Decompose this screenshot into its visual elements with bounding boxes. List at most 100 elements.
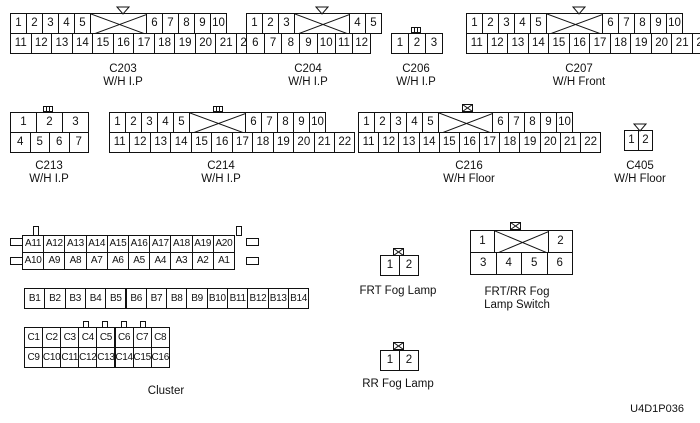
pin-17: 17 bbox=[589, 33, 611, 54]
pin-a9: A9 bbox=[43, 252, 66, 270]
connector-label: Cluster bbox=[106, 385, 226, 398]
pin-14: 14 bbox=[418, 132, 440, 153]
pin-4: 4 bbox=[58, 13, 75, 34]
pin-8: 8 bbox=[524, 112, 541, 133]
pin-c12: C12 bbox=[78, 347, 98, 368]
pin-b9: B9 bbox=[186, 288, 208, 309]
pin-20: 20 bbox=[293, 132, 315, 153]
pin-11: 11 bbox=[358, 132, 380, 153]
pin-19: 19 bbox=[174, 33, 196, 54]
key-peg-icon bbox=[102, 321, 108, 327]
pin-6: 6 bbox=[492, 112, 509, 133]
pin-12: 12 bbox=[378, 132, 400, 153]
mounting-tab bbox=[246, 238, 259, 246]
pin-1: 1 bbox=[246, 13, 263, 34]
pin-15: 15 bbox=[92, 33, 114, 54]
mounting-tab bbox=[33, 226, 39, 236]
pin-a2: A2 bbox=[191, 252, 214, 270]
pin-11: 11 bbox=[334, 33, 354, 54]
key-latch-icon bbox=[411, 27, 421, 33]
pin-b5: B5 bbox=[105, 288, 127, 309]
pin-9: 9 bbox=[650, 13, 667, 34]
pin-b10: B10 bbox=[206, 288, 228, 309]
pin-7: 7 bbox=[68, 132, 89, 153]
pin-a4: A4 bbox=[149, 252, 172, 270]
pin-8: 8 bbox=[281, 33, 301, 54]
key-peg-icon bbox=[140, 321, 146, 327]
key-triangle-icon bbox=[315, 6, 329, 15]
pin-5: 5 bbox=[365, 13, 382, 34]
pin-11: 11 bbox=[10, 33, 32, 54]
pin-c1: C1 bbox=[24, 327, 44, 348]
pin-c3: C3 bbox=[60, 327, 80, 348]
pin-c5: C5 bbox=[96, 327, 116, 348]
connector-id: FRT/RR Fog bbox=[484, 286, 550, 298]
pin-a14: A14 bbox=[85, 235, 108, 253]
pin-6: 6 bbox=[546, 252, 573, 275]
pin-18: 18 bbox=[609, 33, 632, 54]
pin-b6: B6 bbox=[125, 288, 147, 309]
pin-1: 1 bbox=[391, 33, 409, 54]
pin-a3: A3 bbox=[170, 252, 193, 270]
key-cavity bbox=[90, 13, 148, 35]
pin-5: 5 bbox=[173, 112, 190, 133]
pin-9: 9 bbox=[194, 13, 211, 34]
pin-b4: B4 bbox=[84, 288, 107, 309]
pin-a11: A11 bbox=[22, 235, 45, 253]
pin-16: 16 bbox=[211, 132, 233, 153]
pin-10: 10 bbox=[556, 112, 573, 133]
connector-harness: W/H I.P bbox=[103, 76, 143, 88]
connector-id: FRT Fog Lamp bbox=[359, 285, 437, 297]
connector-harness: W/H I.P bbox=[396, 76, 436, 88]
connector-harness: W/H Floor bbox=[614, 173, 666, 185]
pin-11: 11 bbox=[466, 33, 488, 54]
pin-c11: C11 bbox=[60, 347, 80, 368]
pin-21: 21 bbox=[215, 33, 237, 54]
key-latch-icon bbox=[213, 106, 223, 112]
connector-harness: W/H Floor bbox=[443, 173, 495, 185]
connector-id: C214 bbox=[207, 160, 235, 172]
key-peg-icon bbox=[121, 321, 127, 327]
pin-4: 4 bbox=[514, 13, 531, 34]
connector-harness: W/H I.P bbox=[201, 173, 241, 185]
pin-15: 15 bbox=[438, 132, 460, 153]
key-triangle-icon bbox=[572, 6, 586, 15]
pin-6: 6 bbox=[246, 33, 265, 54]
pin-b3: B3 bbox=[64, 288, 86, 309]
pin-14: 14 bbox=[170, 132, 192, 153]
pin-5: 5 bbox=[74, 13, 91, 34]
key-latch-icon bbox=[43, 106, 53, 112]
pin-a19: A19 bbox=[191, 235, 214, 253]
pin-c14: C14 bbox=[114, 347, 134, 368]
pin-a6: A6 bbox=[106, 252, 129, 270]
pin-20: 20 bbox=[194, 33, 217, 54]
pin-b2: B2 bbox=[44, 288, 66, 309]
mounting-tab bbox=[246, 257, 259, 265]
pin-17: 17 bbox=[133, 33, 155, 54]
connector-id: Cluster bbox=[147, 385, 185, 397]
pin-a18: A18 bbox=[170, 235, 193, 253]
pin-a16: A16 bbox=[128, 235, 151, 253]
pin-2: 2 bbox=[482, 13, 499, 34]
pin-20: 20 bbox=[650, 33, 673, 54]
pin-16: 16 bbox=[458, 132, 481, 153]
pin-a1: A1 bbox=[212, 252, 235, 270]
pin-12: 12 bbox=[30, 33, 53, 54]
key-peg-icon bbox=[83, 321, 89, 327]
pin-19: 19 bbox=[272, 132, 295, 153]
connector-id: C216 bbox=[455, 160, 483, 172]
pin-7: 7 bbox=[261, 112, 278, 133]
pin-1: 1 bbox=[109, 112, 126, 133]
pin-a15: A15 bbox=[106, 235, 129, 253]
key-cavity bbox=[189, 112, 247, 134]
pin-13: 13 bbox=[51, 33, 73, 54]
key-box-x-icon bbox=[462, 104, 473, 112]
pin-8: 8 bbox=[178, 13, 195, 34]
pin-3: 3 bbox=[498, 13, 515, 34]
key-cavity bbox=[438, 112, 494, 134]
pin-2: 2 bbox=[399, 255, 419, 276]
pin-3: 3 bbox=[62, 112, 89, 133]
pin-c9: C9 bbox=[24, 347, 44, 368]
